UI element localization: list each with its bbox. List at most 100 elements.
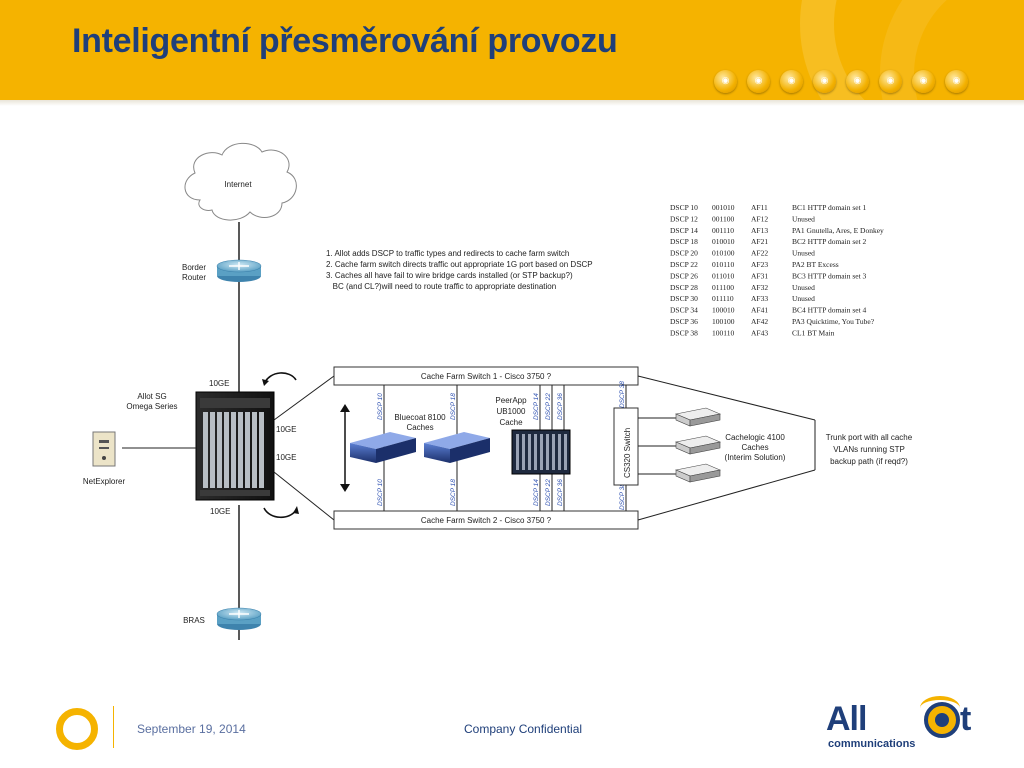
netexplorer-server-icon: [92, 431, 116, 467]
dscp-table-cell: 001110: [712, 226, 734, 235]
slide-title: Inteligentní přesměrování provozu: [72, 22, 618, 60]
dscp-table-cell: 010010: [712, 237, 735, 246]
dscp-label-pa1-bottom: DSCP 14: [533, 479, 540, 506]
cd-icon: ◉: [945, 70, 968, 93]
dscp-label-cl-bottom: DSCP 38: [619, 483, 626, 510]
dscp-table-cell: Unused: [792, 294, 815, 303]
dscp-table-cell: DSCP 18: [670, 237, 698, 246]
cachelogic-label-line3: (Interim Solution): [725, 453, 786, 462]
header-shadow: [0, 100, 1024, 106]
cachelogic-label-line2: Caches: [741, 443, 768, 452]
dscp-table-cell: AF42: [751, 317, 768, 326]
interlink-arrow-up-head: [340, 404, 350, 412]
link-label-10ge-mid2: 10GE: [276, 453, 296, 462]
dscp-label-bc2-top: DSCP 18: [450, 393, 457, 420]
redirect-arrow-top-head: [262, 379, 269, 386]
link-label-10ge-bottom: 10GE: [210, 507, 230, 516]
dscp-table-cell: CL1 BT Main: [792, 328, 835, 337]
netexplorer-label: NetExplorer: [83, 477, 126, 486]
dscp-table-cell: 100110: [712, 328, 734, 337]
dscp-table-cell: 011010: [712, 271, 734, 280]
dscp-table-cell: AF11: [751, 203, 768, 212]
trunk-label-line3: backup path (if reqd?): [830, 457, 908, 466]
header-band: Inteligentní přesměrování provozu ◉ ◉ ◉ …: [0, 0, 1024, 100]
dscp-table-cell: 100100: [712, 317, 735, 326]
note-2: 2. Cache farm switch directs traffic out…: [326, 260, 593, 269]
dscp-table-cell: AF12: [751, 214, 768, 223]
redirect-arrow-bottom-head: [293, 506, 299, 514]
trunk-label-line1: Trunk port with all cache: [826, 433, 913, 442]
peerapp-label-line1: PeerApp: [495, 396, 527, 405]
peerapp-label-line2: UB1000: [497, 407, 526, 416]
dscp-table-cell: DSCP 36: [670, 317, 698, 326]
logo-at-icon: [924, 702, 960, 738]
logo-subtitle: communications: [828, 738, 916, 750]
footer-date: September 19, 2014: [137, 722, 246, 736]
allot-label-line2: Omega Series: [126, 402, 177, 411]
logo-suffix: t: [960, 700, 971, 738]
peerapp-label-line3: Cache: [499, 418, 523, 427]
dscp-table-cell: DSCP 34: [670, 306, 698, 315]
cd-icon: ◉: [747, 70, 770, 93]
redirect-arrow-bottom: [263, 507, 297, 519]
dscp-table-cell: DSCP 28: [670, 283, 698, 292]
dscp-table-cell: Unused: [792, 283, 815, 292]
dscp-label-pa2-top: DSCP 22: [545, 393, 552, 420]
dscp-table-cell: AF33: [751, 294, 768, 303]
note-1: 1. Allot adds DSCP to traffic types and …: [326, 249, 569, 258]
footer-divider: [113, 706, 114, 748]
link-label-10ge-mid1: 10GE: [276, 425, 296, 434]
dscp-table-cell: AF21: [751, 237, 768, 246]
redirect-arrow-top: [263, 372, 297, 385]
footer-ring-icon: [56, 708, 98, 750]
dscp-link-labels: DSCP 10 DSCP 10 DSCP 18 DSCP 18 DSCP 14 …: [377, 381, 626, 510]
dscp-label-pa2-bottom: DSCP 22: [545, 479, 552, 506]
dscp-label-bc2-bottom: DSCP 18: [450, 479, 457, 506]
cachelogic-server-icon: [674, 463, 722, 483]
rack-to-switch2-link: [273, 471, 335, 521]
dscp-table-cell: AF32: [751, 283, 768, 292]
border-router-label-line1: Border: [182, 263, 206, 272]
cache-farm-switch-1: Cache Farm Switch 1 - Cisco 3750 ?: [333, 366, 639, 386]
dscp-table-cell: DSCP 10: [670, 203, 698, 212]
interlink-arrow-down-head: [340, 484, 350, 492]
dscp-label-pa1-top: DSCP 14: [533, 393, 540, 420]
internet-label: Internet: [224, 180, 252, 189]
dscp-table-cell: 011110: [712, 294, 734, 303]
cd-icon: ◉: [912, 70, 935, 93]
dscp-table-cell: Unused: [792, 214, 815, 223]
dscp-label-pa3-top: DSCP 36: [557, 393, 564, 420]
border-router-icon: [216, 259, 262, 282]
border-router-label-line2: Router: [182, 273, 206, 282]
cache-farm-switch-2: Cache Farm Switch 2 - Cisco 3750 ?: [333, 510, 639, 530]
dscp-label-cl-top: DSCP 38: [619, 381, 626, 408]
dscp-table-cell: 010110: [712, 260, 734, 269]
cs320-switch: CS320 Switch: [613, 407, 639, 486]
switch1-label: Cache Farm Switch 1 - Cisco 3750 ?: [421, 372, 552, 381]
bluecoat-label-line1: Bluecoat 8100: [394, 413, 446, 422]
dscp-table-cell: AF31: [751, 271, 768, 280]
dscp-table-cell: AF41: [751, 306, 768, 315]
dscp-table-cell: BC3 HTTP domain set 3: [792, 271, 867, 280]
allot-sg-chassis-icon: [195, 391, 275, 501]
bras-router-icon: [216, 607, 262, 630]
dscp-table-cell: AF22: [751, 249, 768, 258]
cd-icon: ◉: [714, 70, 737, 93]
dscp-table-cell: DSCP 12: [670, 214, 698, 223]
cachelogic-links: [638, 417, 676, 475]
dscp-table-cell: BC4 HTTP domain set 4: [792, 306, 867, 315]
logo-arc: [920, 696, 960, 720]
dscp-table-cell: AF43: [751, 328, 768, 337]
dscp-table-cell: PA1 Gnutella, Ares, E Donkey: [792, 226, 884, 235]
footer-confidential: Company Confidential: [464, 722, 583, 736]
dscp-table-cell: 010100: [712, 249, 735, 258]
dscp-table-cell: 001010: [712, 203, 735, 212]
peerapp-cache-chassis-icon: [511, 429, 571, 475]
dscp-table-cell: 100010: [712, 306, 735, 315]
dscp-label-pa3-bottom: DSCP 36: [557, 479, 564, 506]
bluecoat-appliance-icon: [350, 432, 416, 463]
dscp-table-cell: Unused: [792, 249, 815, 258]
dscp-table-cell: DSCP 22: [670, 260, 698, 269]
dscp-table-cell: 011100: [712, 283, 734, 292]
